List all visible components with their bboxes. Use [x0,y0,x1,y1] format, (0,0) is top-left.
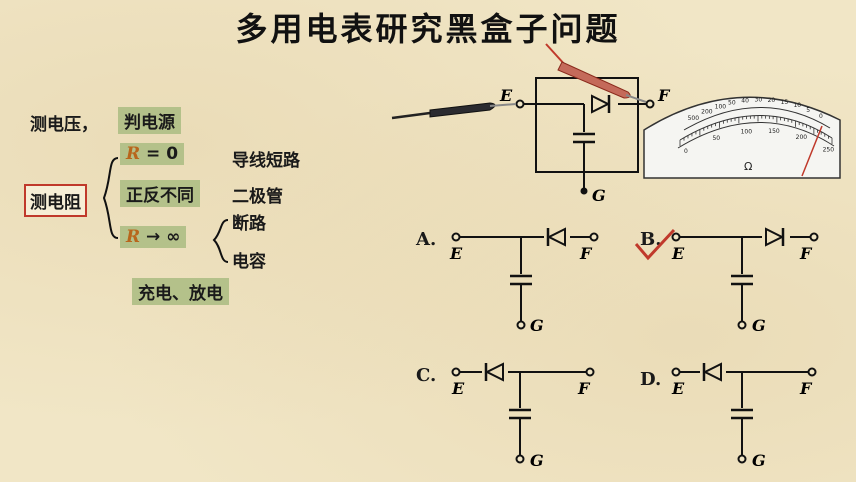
option-b-circuit: E F G [634,226,819,335]
meter-top-tick-label: 200 [701,108,713,115]
r-zero-label: R = 0 [120,143,185,165]
meter-top-tick-label: 50 [728,100,736,107]
r-zero-value: = 0 [140,144,179,164]
option-a-g-label: G [530,316,544,335]
option-b-g-label: G [752,316,766,335]
meter-top-tick-label: 15 [781,99,789,106]
meter-top-tick-label: 0 [819,113,823,120]
option-c-f-label: F [577,379,591,398]
capacitor-text: 电容 [232,252,266,272]
option-d-label: D. [640,369,662,390]
meter-top-tick-label: 10 [793,102,801,109]
terminal-e [515,99,525,109]
option-c-e-label: E [451,379,465,398]
option-c-label: C. [416,365,437,386]
option-b-label: B. [640,229,662,250]
terminal-f [645,99,655,109]
measure-resistance-box: 测电阻 [24,184,87,217]
short-circuit-text: 导线短路 [232,151,300,171]
option-d-e-label: E [671,379,685,398]
meter-top-tick-label: 20 [768,97,776,104]
option-c-g-label: G [530,451,544,470]
meter-bottom-tick-label: 250 [823,146,835,153]
option-b-f-label: F [799,244,813,263]
fwd-rev-diff-label: 正反不同 [120,180,200,207]
meter-needle [801,125,823,177]
option-d-g-label: G [752,451,766,470]
meter-bottom-tick-label: 0 [684,148,688,155]
charge-discharge-label: 充电、放电 [132,278,229,305]
r-symbol: R [126,144,141,164]
option-a-f-label: F [579,244,593,263]
open-circuit-text: 断路 [232,214,266,234]
meter-bottom-tick-label: 200 [796,134,808,141]
measure-voltage-text: 测电压， [30,115,98,135]
r-infinity-label: R → ∞ [120,226,187,248]
r-infinity-value: → ∞ [140,227,181,247]
meter-ticks [679,115,833,146]
diode-text: 二极管 [232,187,283,207]
meter-top-tick-label: 5 [806,107,810,114]
r-symbol: R [126,227,141,247]
meter-unit: Ω [744,160,752,173]
option-c-circuit: E F G [451,361,595,470]
option-a-label: A. [416,229,437,250]
meter-top-tick-label: 40 [741,97,749,104]
meter-top-tick-label: 100 [715,103,727,110]
option-a-circuit: E F G [449,226,599,335]
option-b-e-label: E [671,244,685,263]
correct-check-mark [634,228,676,261]
option-d-circuit: E F G [671,361,817,470]
meter-bottom-scale: 0 50 100 150 200 250 [684,128,834,155]
terminal-e-label: E [499,86,513,105]
terminal-g-label: G [592,186,606,205]
option-a-e-label: E [449,244,463,263]
meter-top-tick-label: 500 [688,115,700,122]
meter-top-tick-label: 30 [755,97,763,104]
option-d-f-label: F [799,379,813,398]
red-probe [545,43,647,103]
bracket-sub [212,219,229,263]
meter-bottom-tick-label: 100 [741,128,753,135]
meter-bottom-tick-label: 150 [768,128,780,135]
black-probe [391,102,517,120]
meter-bottom-tick-label: 50 [712,135,720,142]
terminal-f-label: F [657,86,671,105]
page-title: 多用电表研究黑盒子问题 [235,10,621,48]
judge-source-label: 判电源 [118,107,181,134]
bracket-main [102,157,119,239]
terminal-g [580,187,588,195]
